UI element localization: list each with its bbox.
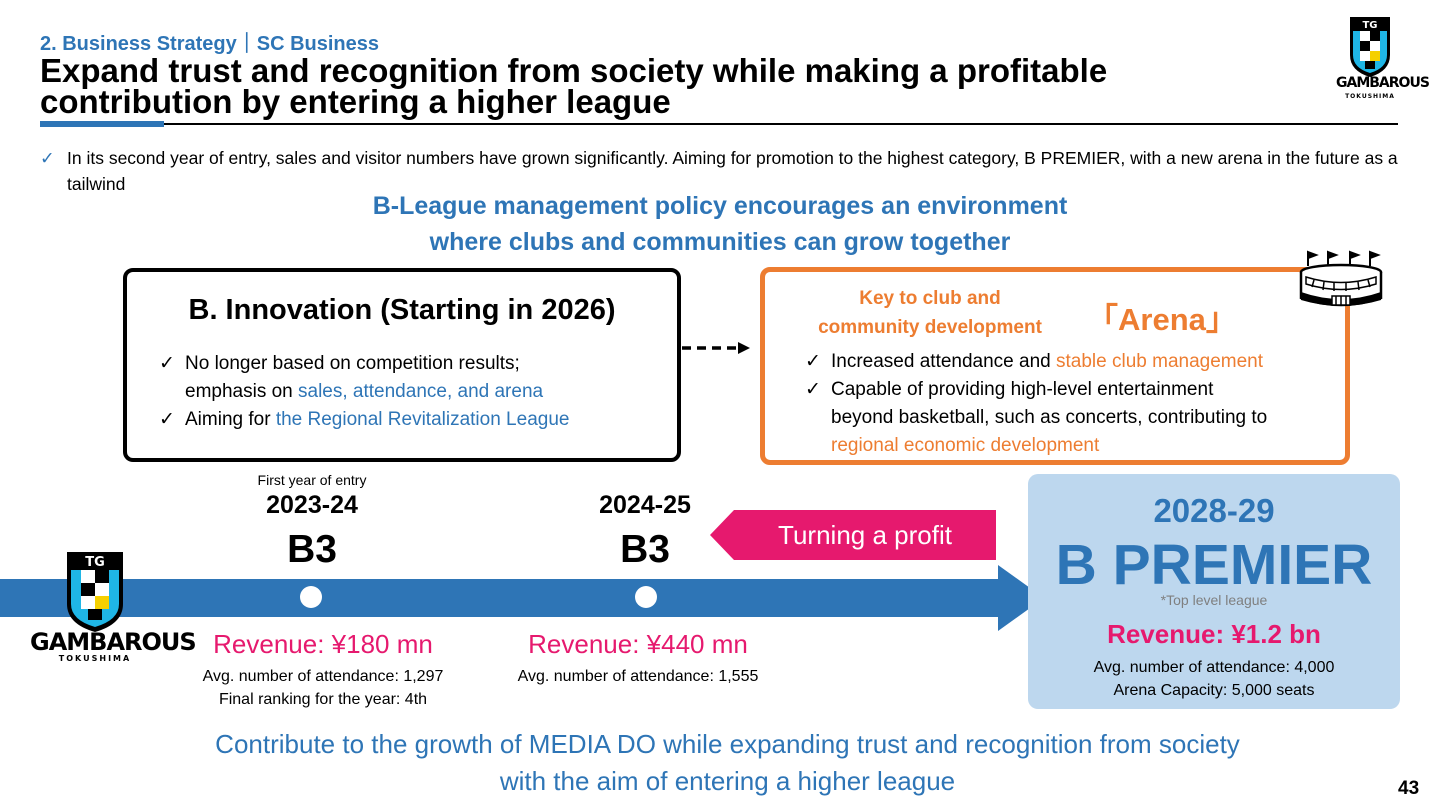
- premier-target-box: 2028-29 B PREMIER *Top level league Reve…: [1028, 474, 1400, 709]
- footer-message: Contribute to the growth of MEDIA DO whi…: [215, 729, 1240, 796]
- logo-initials: TG: [1362, 20, 1377, 31]
- summary-text: In its second year of entry, sales and v…: [67, 148, 1398, 194]
- arena-list: ✓ Increased attendance and stable club m…: [805, 348, 1335, 460]
- dashed-arrow-icon: [682, 342, 750, 354]
- logo-name: GAMBAROUS: [1336, 75, 1430, 91]
- slide-title-line1: Expand trust and recognition from societ…: [40, 52, 1108, 89]
- summary-bullet: ✓ In its second year of entry, sales and…: [40, 145, 1400, 197]
- policy-heading: B-League management policy encourages an…: [300, 188, 1140, 260]
- check-icon: ✓: [159, 353, 175, 374]
- innovation-highlight-1: sales, attendance, and arena: [298, 381, 544, 402]
- season2-attendance: Avg. number of attendance: 1,555: [517, 668, 759, 685]
- season1-league: B3: [287, 528, 337, 571]
- check-icon: ✓: [805, 351, 821, 372]
- first-year-note: First year of entry: [257, 472, 367, 488]
- slide-title-line2: contribution by entering a higher league: [40, 83, 671, 120]
- check-icon: ✓: [40, 148, 55, 168]
- gambarous-logo-large: TG GAMBAROUS TOKUSHIMA: [30, 550, 197, 665]
- check-icon: ✓: [159, 409, 175, 430]
- innovation-list: ✓ No longer based on competition results…: [159, 350, 659, 434]
- gambarous-shield-icon: TG: [1350, 17, 1390, 77]
- logo-initials: TG: [85, 555, 105, 570]
- section-label: 2. Business Strategy｜SC Business: [40, 33, 380, 55]
- title-accent-bar: [40, 121, 164, 127]
- profit-tag: Turning a profit: [710, 510, 996, 565]
- arena-highlight-2: regional economic development: [831, 435, 1100, 456]
- policy-line2: where clubs and communities can grow tog…: [429, 228, 1011, 256]
- season1-year: 2023-24: [266, 491, 358, 519]
- premier-revenue: Revenue: ¥1.2 bn: [1107, 619, 1321, 649]
- season2-league: B3: [620, 528, 670, 571]
- page-number: 43: [1398, 778, 1420, 799]
- logo-sub: TOKUSHIMA: [58, 654, 132, 663]
- premier-attendance: Avg. number of attendance: 4,000: [1093, 659, 1335, 676]
- policy-line1: B-League management policy encourages an…: [372, 192, 1068, 220]
- profit-tag-label: Turning a profit: [778, 520, 952, 550]
- slide-title: Expand trust and recognition from societ…: [40, 52, 1290, 120]
- season1-ranking: Final ranking for the year: 4th: [218, 691, 428, 708]
- timeline-arrow: [0, 565, 1044, 631]
- logo-name: GAMBAROUS: [30, 628, 197, 656]
- innovation-box: B. Innovation (Starting in 2026) ✓ No lo…: [123, 268, 681, 462]
- premier-note: *Top level league: [1160, 592, 1268, 608]
- innovation-item-1-line2: emphasis on sales, attendance, and arena: [185, 381, 544, 402]
- premier-league: B PREMIER: [1055, 533, 1373, 597]
- arena-key-label: Key to club and community development: [818, 288, 1042, 338]
- arena-item-2: ✓ Capable of providing high-level entert…: [805, 376, 1335, 460]
- season2-year: 2024-25: [599, 491, 691, 519]
- arena-item-1: ✓ Increased attendance and stable club m…: [805, 348, 1335, 376]
- gambarous-logo: TG GAMBAROUS TOKUSHIMA: [1336, 15, 1430, 105]
- premier-capacity: Arena Capacity: 5,000 seats: [1113, 682, 1315, 699]
- stadium-icon: [1299, 250, 1383, 307]
- innovation-item-2: ✓ Aiming for the Regional Revitalization…: [159, 406, 659, 434]
- title-divider: [40, 123, 1398, 125]
- season2-revenue: Revenue: ¥440 mn: [528, 629, 748, 659]
- season1-revenue: Revenue: ¥180 mn: [213, 629, 433, 659]
- timeline-dot-2024: [635, 586, 657, 608]
- season1-attendance: Avg. number of attendance: 1,297: [202, 668, 444, 685]
- timeline-dot-2023: [300, 586, 322, 608]
- innovation-item-1: ✓ No longer based on competition results…: [159, 350, 659, 406]
- logo-sub: TOKUSHIMA: [1345, 93, 1395, 100]
- arena-title: 「Arena」: [1087, 302, 1237, 337]
- check-icon: ✓: [805, 379, 821, 400]
- arena-highlight-1: stable club management: [1056, 351, 1264, 372]
- gambarous-shield-icon: TG: [67, 552, 123, 632]
- arena-box: Key to club and community development 「A…: [760, 267, 1350, 465]
- premier-stats: Avg. number of attendance: 4,000 Arena C…: [1028, 656, 1400, 702]
- innovation-title: B. Innovation (Starting in 2026): [188, 294, 616, 326]
- innovation-highlight-2: the Regional Revitalization League: [275, 409, 570, 430]
- profit-tag-shape: [710, 510, 996, 560]
- innovation-item-1-text: No longer based on competition results;: [185, 353, 520, 374]
- premier-year: 2028-29: [1153, 492, 1275, 529]
